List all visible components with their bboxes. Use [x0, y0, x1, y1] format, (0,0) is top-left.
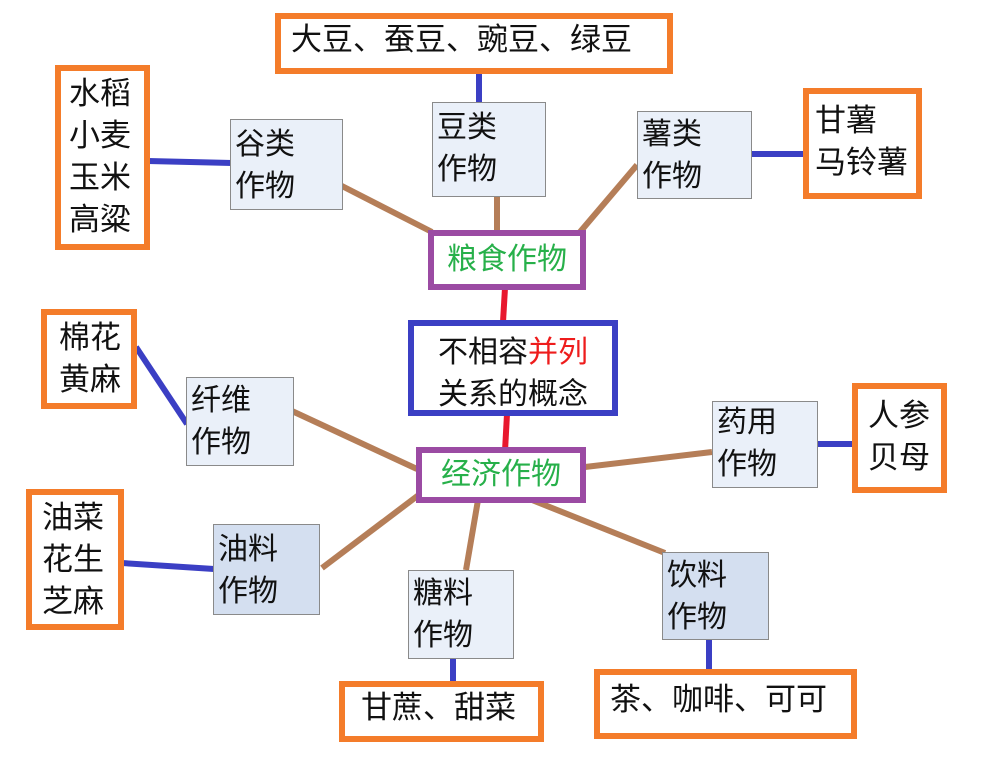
grain-crops-node: 粮食作物: [428, 230, 586, 290]
tuber-example-1: 甘薯: [815, 103, 877, 139]
oil-crops-node: 油料 作物: [213, 524, 320, 615]
cereal-crops-label-1: 谷类: [235, 127, 295, 162]
center-concept-text-a: 不相容: [438, 335, 528, 370]
tuber-crops-node: 薯类 作物: [637, 111, 752, 199]
link-economic-beverage: [525, 495, 667, 556]
economic-crops-node: 经济作物: [416, 447, 586, 503]
link-grain-cereal: [338, 182, 434, 235]
medicinal-examples-box: 人参 贝母: [852, 383, 947, 493]
fiber-example-2: 黄麻: [59, 362, 121, 398]
link-economic-sugar: [463, 499, 481, 571]
fiber-example-1: 棉花: [59, 320, 121, 356]
legume-examples-box: 大豆、蚕豆、豌豆、绿豆: [275, 13, 673, 74]
sugar-crops-node: 糖料 作物: [408, 570, 514, 659]
legume-crops-node: 豆类 作物: [432, 102, 546, 197]
economic-crops-label: 经济作物: [441, 457, 561, 492]
fiber-crops-label-1: 纤维: [191, 383, 251, 418]
link-grain-tuber: [577, 163, 640, 234]
beverage-crops-node: 饮料 作物: [662, 552, 769, 640]
cereal-examples-box: 水稻 小麦 玉米 高粱: [55, 65, 150, 250]
cereal-example-2: 小麦: [69, 118, 131, 154]
oil-crops-label-1: 油料: [218, 532, 278, 567]
legume-crops-label-1: 豆类: [437, 110, 497, 145]
center-concept-line2: 关系的概念: [438, 377, 588, 412]
link-oil-items: [121, 560, 215, 572]
sugar-examples-box: 甘蔗、甜菜: [339, 681, 544, 742]
cereal-example-1: 水稻: [69, 76, 131, 112]
cereal-example-4: 高粱: [69, 202, 131, 238]
fiber-crops-label-2: 作物: [191, 425, 251, 460]
link-economic-fiber: [290, 408, 419, 472]
link-center-economic: [502, 413, 510, 452]
oil-examples-box: 油菜 花生 芝麻: [26, 489, 124, 630]
sugar-examples-text: 甘蔗、甜菜: [361, 690, 516, 726]
beverage-crops-label-1: 饮料: [667, 558, 727, 593]
tuber-crops-label-2: 作物: [642, 159, 702, 194]
tuber-examples-box: 甘薯 马铃薯: [803, 88, 922, 199]
fiber-examples-box: 棉花 黄麻: [41, 309, 137, 409]
medicinal-crops-node: 药用 作物: [712, 401, 818, 488]
link-economic-medicinal: [584, 449, 713, 470]
cereal-crops-label-2: 作物: [235, 169, 295, 204]
medicinal-example-2: 贝母: [868, 440, 930, 476]
tuber-crops-label-1: 薯类: [642, 117, 702, 152]
medicinal-crops-label-1: 药用: [717, 405, 777, 440]
oil-example-1: 油菜: [42, 500, 104, 536]
link-economic-oil: [320, 491, 422, 571]
fiber-crops-node: 纤维 作物: [186, 377, 294, 466]
beverage-crops-label-2: 作物: [667, 600, 727, 635]
sugar-crops-label-2: 作物: [413, 618, 473, 653]
beverage-examples-text: 茶、咖啡、可可: [610, 682, 827, 718]
link-center-grain: [500, 287, 508, 323]
tuber-example-2: 马铃薯: [815, 145, 908, 181]
sugar-crops-label-1: 糖料: [413, 576, 473, 611]
medicinal-crops-label-2: 作物: [717, 447, 777, 482]
oil-example-2: 花生: [42, 542, 104, 578]
cereal-crops-node: 谷类 作物: [230, 119, 343, 210]
link-cereal-items: [147, 158, 233, 166]
cereal-example-3: 玉米: [69, 160, 131, 196]
medicinal-example-1: 人参: [868, 398, 930, 434]
center-concept-line1: 不相容并列: [414, 332, 612, 374]
center-concept-node: 不相容并列 关系的概念: [408, 320, 618, 416]
oil-example-3: 芝麻: [42, 584, 104, 620]
link-fiber-items: [133, 345, 190, 426]
oil-crops-label-2: 作物: [218, 574, 278, 609]
grain-crops-label: 粮食作物: [447, 242, 567, 277]
beverage-examples-box: 茶、咖啡、可可: [594, 669, 857, 739]
center-concept-emphasis: 并列: [528, 335, 588, 370]
legume-examples-text: 大豆、蚕豆、豌豆、绿豆: [291, 22, 632, 58]
legume-crops-label-2: 作物: [437, 152, 497, 187]
